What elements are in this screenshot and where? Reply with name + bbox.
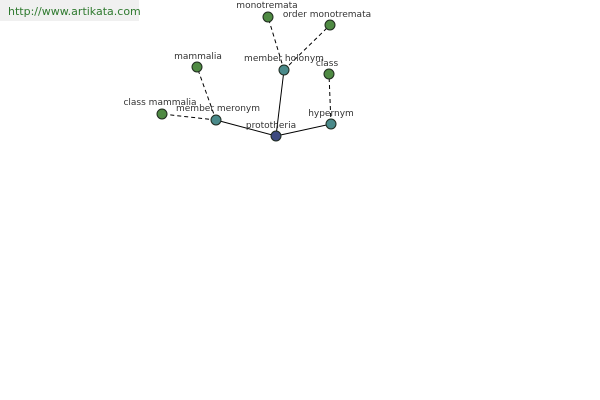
edge-member-meronym-to-class-mammalia [161,113,217,121]
edge-prototheria-to-member-holonym [275,69,285,137]
site-url-link[interactable]: http://www.artikata.com [8,5,141,18]
graph-edges [161,16,332,137]
edge-member-meronym-to-mammalia [196,66,217,121]
node-label-class-mammalia[interactable]: class mammalia [123,98,196,108]
node-member-meronym[interactable] [210,114,222,126]
node-class[interactable] [323,68,335,80]
edge-member-holonym-to-order-monotremata [283,24,331,71]
node-member-holonym[interactable] [278,64,290,76]
edge-prototheria-to-hypernym [275,123,332,137]
node-label-mammalia[interactable]: mammalia [174,52,222,62]
node-mammalia[interactable] [191,61,203,73]
node-monotremata[interactable] [262,11,274,23]
node-prototheria[interactable] [270,130,282,142]
edge-prototheria-to-member-meronym [215,119,277,137]
node-label-class[interactable]: class [316,59,339,69]
node-label-order-monotremata[interactable]: order monotremata [283,10,371,20]
edge-member-holonym-to-monotremata [267,16,285,71]
node-label-prototheria[interactable]: prototheria [246,121,296,131]
graph-nodes [156,11,337,142]
graph-labels: prototheria member meronym member holonym h… [123,1,371,131]
node-label-member-meronym[interactable]: member meronym [176,104,260,114]
node-class-mammalia[interactable] [156,108,168,120]
node-hypernym[interactable] [325,118,337,130]
node-order-monotremata[interactable] [324,19,336,31]
node-label-hypernym[interactable]: hypernym [308,109,354,119]
edge-hypernym-to-class [328,73,332,125]
node-label-member-holonym[interactable]: member holonym [244,54,324,64]
header-bar: http://www.artikata.com [0,0,141,21]
node-label-monotremata[interactable]: monotremata [236,1,297,11]
